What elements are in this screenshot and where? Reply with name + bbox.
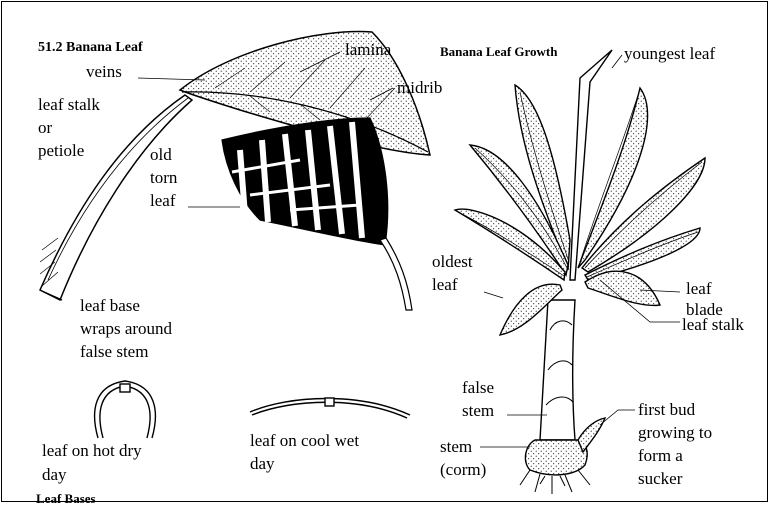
label-stem-corm-2: (corm) [440,460,486,479]
label-leaf-old: leaf [150,191,175,210]
label-leaf-stalk-right: leaf stalk [682,315,744,334]
label-cool-wet: leaf on cool wet [250,431,359,450]
label-leaf-base: leaf base [80,296,140,315]
label-cool-wet-day: day [250,454,275,473]
label-oldest-leaf: leaf [432,275,457,294]
label-leaf-blade-1: leaf [686,279,711,298]
label-sucker: sucker [638,469,682,488]
old-torn-leaf-drawing [188,118,412,310]
label-or: or [38,118,52,137]
label-false: false [462,378,494,397]
label-veins: veins [86,62,122,81]
label-youngest-leaf: youngest leaf [624,44,715,63]
label-stem-corm-1: stem [440,437,472,456]
figure-label: 51.2 Banana Leaf [38,38,143,57]
right-panel-title: Banana Leaf Growth [440,42,558,61]
label-first-bud: first bud [638,400,695,419]
label-growing-to: growing to [638,423,712,442]
label-midrib: midrib [397,78,442,97]
label-leaf-bases: Leaf Bases [36,489,96,508]
label-petiole: petiole [38,141,84,160]
label-torn: torn [150,168,177,187]
label-stem: stem [462,401,494,420]
label-hot-dry: leaf on hot dry [42,441,142,460]
label-oldest: oldest [432,252,473,271]
label-form-a: form a [638,446,683,465]
leaf-bases-drawing [95,381,410,438]
label-leaf-stalk: leaf stalk [38,95,100,114]
label-false-stem-left: false stem [80,342,148,361]
label-lamina: lamina [345,40,391,59]
label-wraps-around: wraps around [80,319,172,338]
label-old: old [150,145,172,164]
label-hot-dry-day: day [42,465,67,484]
